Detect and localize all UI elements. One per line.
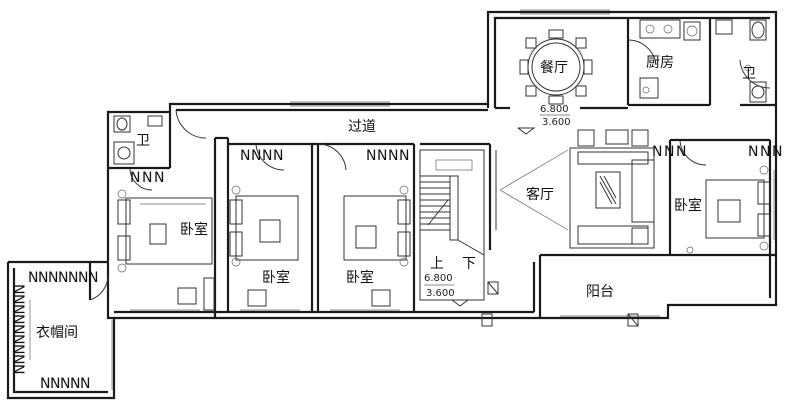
closet-hatch-mark: N [262,148,272,164]
closet-hatch-mark: N [154,170,164,186]
closet-hatch-mark: N [377,148,387,164]
closet-hatch-mark: N [58,270,68,286]
closet-hatch-mark: N [130,170,140,186]
elevation-upper-b: 3.600 [542,117,571,128]
windows [111,9,775,390]
closet-hatch-mark: N [10,294,26,304]
level-markers [451,127,536,307]
label-living: 客厅 [526,186,554,203]
label-corridor: 过道 [348,119,376,135]
closet-hatch-mark: N [38,270,48,286]
closet-hatch-mark: N [10,314,26,324]
elevation-labels: 6.800 3.600 6.800 3.600 [424,104,571,299]
closet-hatch-mark: N [10,364,26,374]
bath-upper-right-fixtures [715,19,767,103]
label-bedroom-mid2: 卧室 [346,269,374,286]
closet-hatch-mark: N [240,148,250,164]
closet-hatch-mark: N [388,148,398,164]
label-wardrobe: 衣帽间 [36,325,78,341]
label-kitchen: 厨房 [646,55,674,71]
closet-hatch-mark: N [28,270,38,286]
stair-up-label: 上 [430,256,444,272]
closet-hatch-mark: N [676,144,686,160]
closet-hatch-mark: N [664,144,674,160]
desk-chairs [177,277,391,311]
elevation-lower-a: 6.800 [424,273,453,284]
elevation-lower-b: 3.600 [426,288,455,299]
bed-left [117,197,213,265]
closet-hatch-mark: N [748,144,758,160]
room-labels: 餐厅 厨房 卫 卫 过道 卧室 卧室 卧室 卧室 客厅 阳台 衣帽间 [36,55,756,341]
bed-right [705,179,771,239]
closet-hatch-mark: N [10,284,26,294]
kitchen-fixtures [639,19,701,99]
closet-hatch-mark: N [399,148,409,164]
closet-hatch-mark: N [10,304,26,314]
label-balcony: 阳台 [586,284,614,300]
bed-mid2 [343,195,411,261]
nightstands [117,86,769,273]
bed-mid1 [229,195,299,261]
elevation-upper-a: 6.800 [540,104,569,115]
closet-hatch-mark: N [760,144,770,160]
label-bedroom-left: 卧室 [180,221,208,238]
closet-hatch-mark: N [80,376,90,392]
closet-hatch-mark: N [10,354,26,364]
closet-hatch-mark: N [40,376,50,392]
closet-hatch-mark: N [10,344,26,354]
bath-left-fixtures [113,115,163,165]
stair-down-label: 下 [462,256,476,272]
closet-hatch-mark: N [78,270,88,286]
closet-hatch-mark: N [50,376,60,392]
closet-hatch-mark: N [142,170,152,186]
closet-hatch-mark: N [68,270,78,286]
closet-hatch-mark: N [10,334,26,344]
closet-hatch-mark: N [48,270,58,286]
closet-hatch-mark: N [652,144,662,160]
stair-labels: 上 下 [430,256,476,272]
closet-hatch-mark: N [772,144,782,160]
doors [89,39,771,301]
balcony-posts [481,281,639,327]
living-room-furniture [495,129,655,249]
label-bedroom-right: 卧室 [674,197,702,214]
interior-walls [88,18,776,318]
label-bath-left: 卫 [136,133,150,149]
label-bath-upper-right: 卫 [742,66,756,82]
closet-hatch-mark: N [88,270,98,286]
label-dining: 餐厅 [540,60,568,76]
closet-hatch-mark: N [70,376,80,392]
closet-hatch-mark: N [10,324,26,334]
closet-hatch-mark: N [366,148,376,164]
staircase [419,149,485,301]
closet-hatch-mark: N [60,376,70,392]
label-bedroom-mid1: 卧室 [262,269,290,286]
dining-table [519,29,593,105]
closet-hatch-mark: N [273,148,283,164]
closet-hatch-mark: N [251,148,261,164]
